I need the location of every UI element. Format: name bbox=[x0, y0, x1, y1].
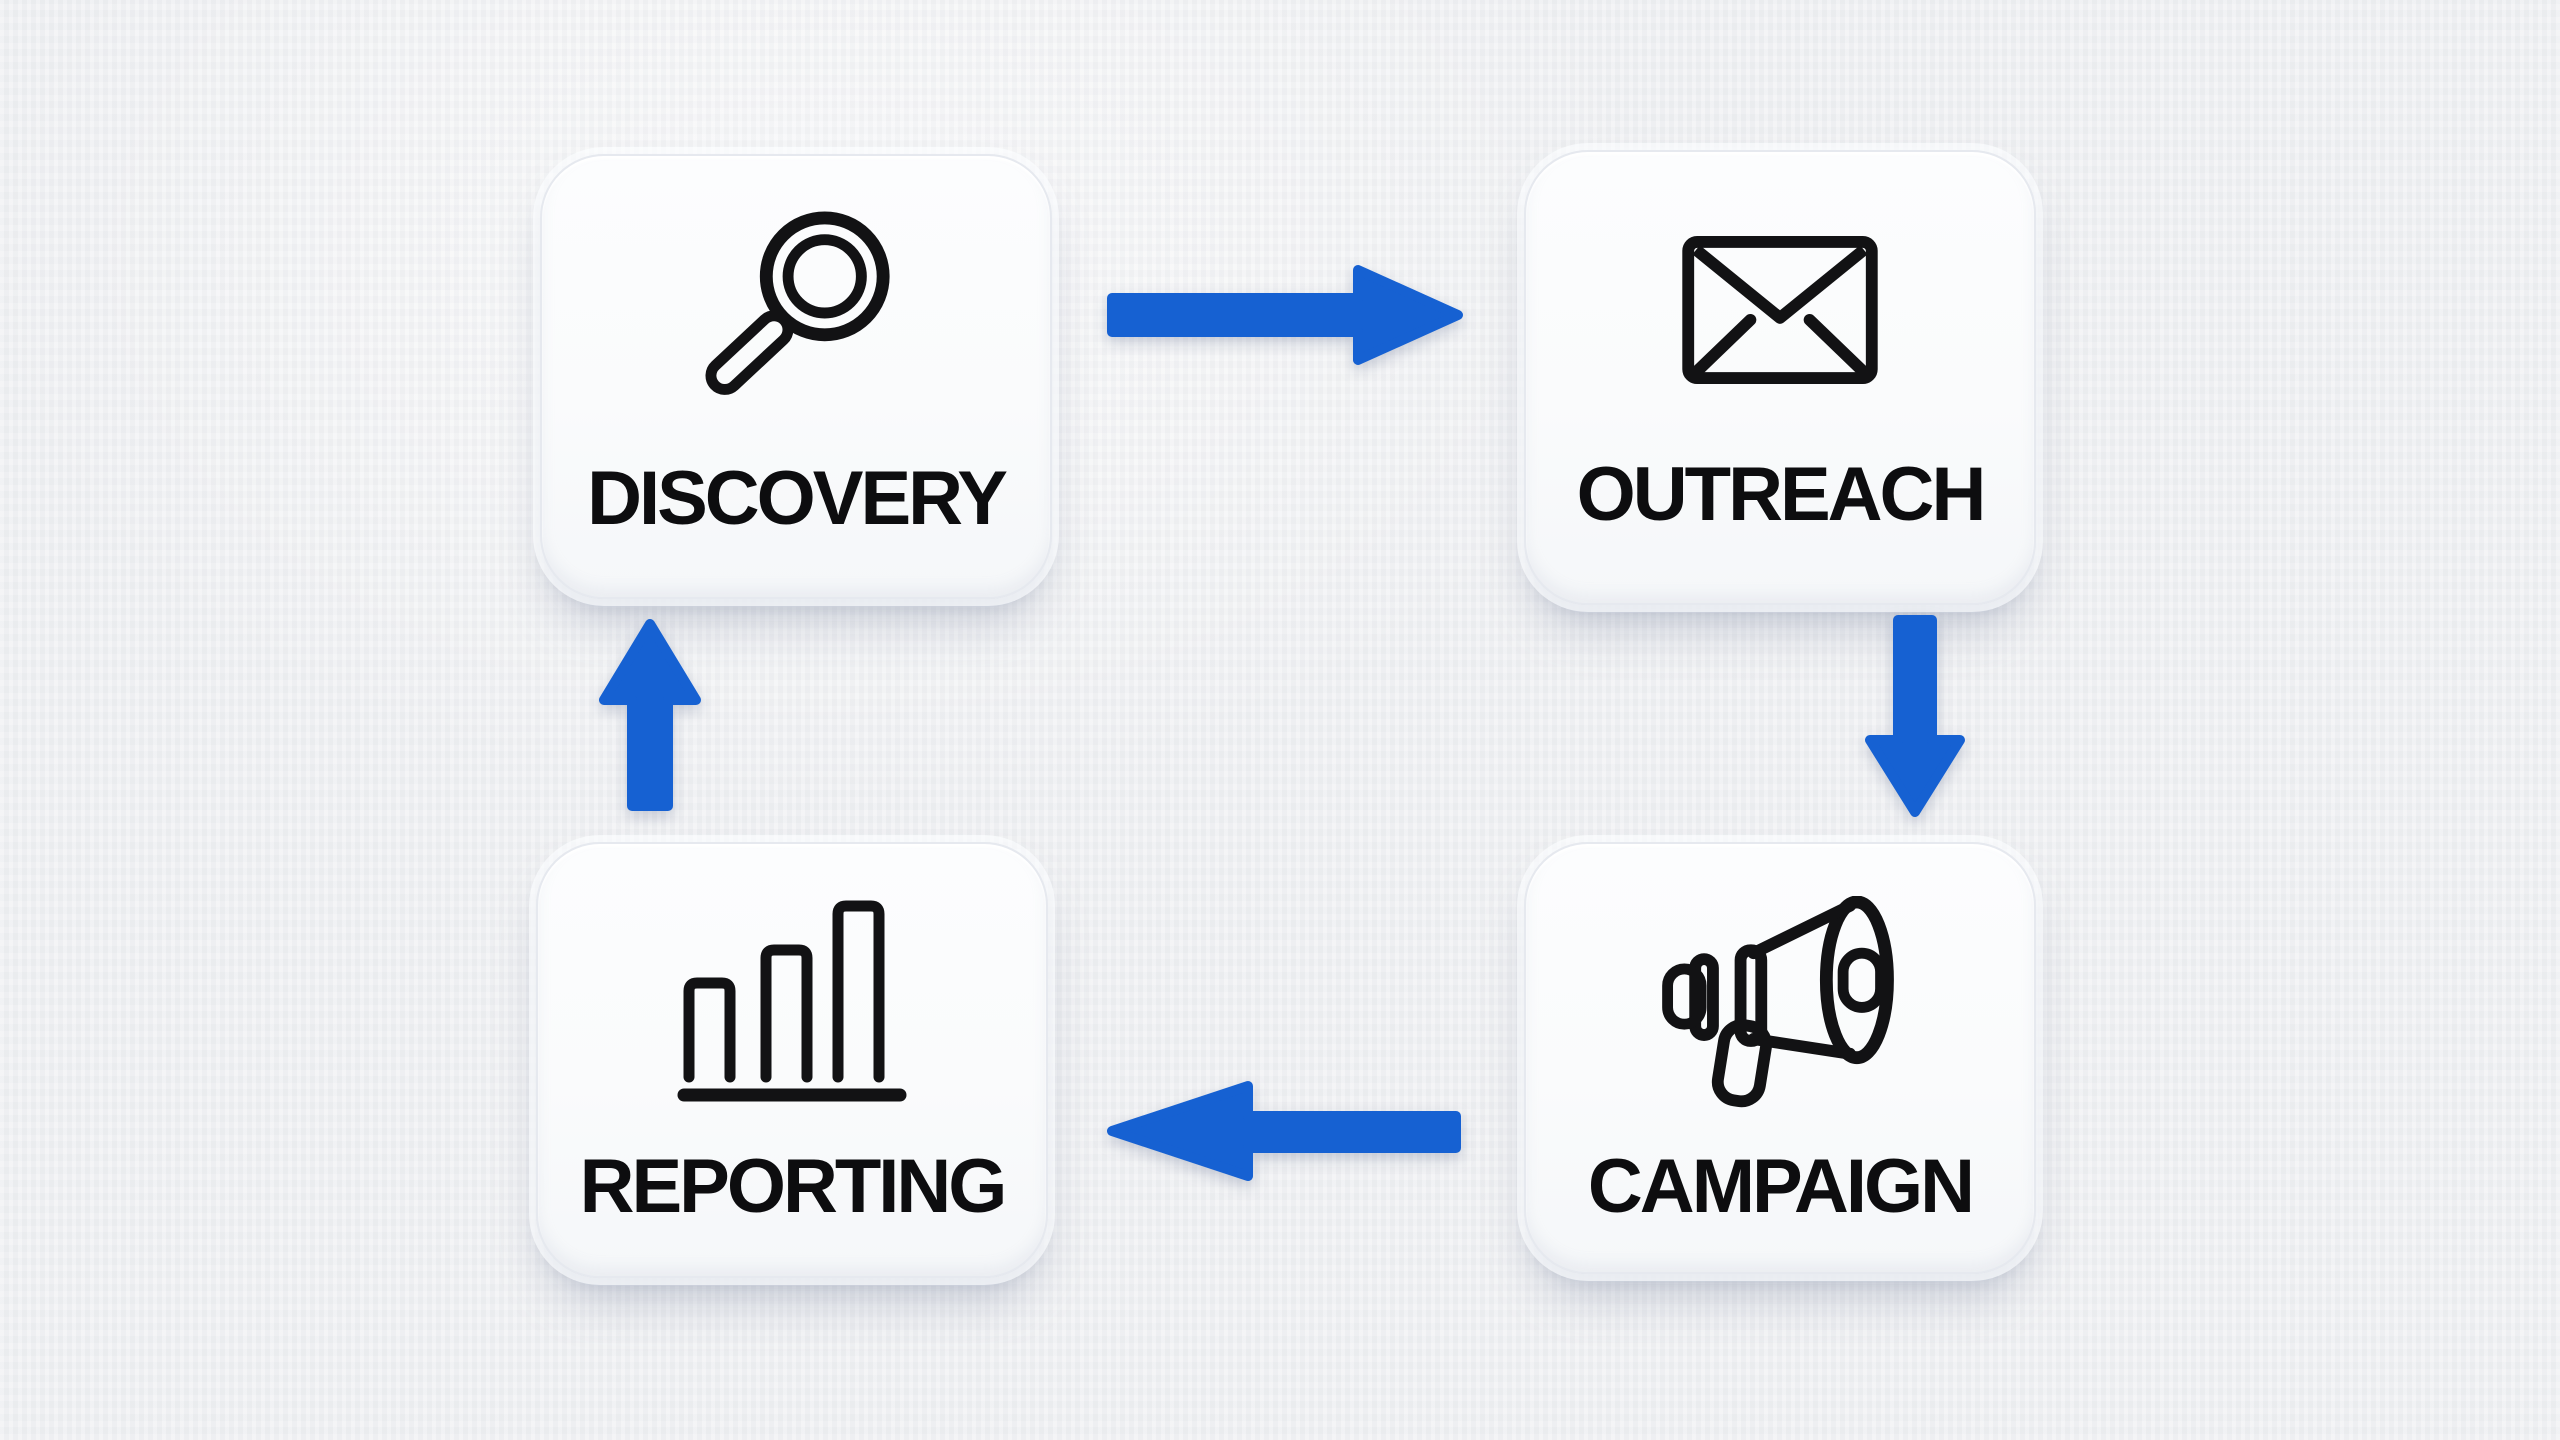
search-icon bbox=[692, 206, 900, 421]
node-label: OUTREACH bbox=[1576, 452, 1987, 537]
bar-chart-icon bbox=[677, 894, 907, 1109]
node-label: CAMPAIGN bbox=[1587, 1144, 1975, 1229]
node-label: REPORTING bbox=[579, 1144, 1008, 1229]
node-reporting: REPORTING bbox=[536, 842, 1048, 1278]
arrow-discovery-to-outreach bbox=[1107, 265, 1463, 365]
node-campaign: CAMPAIGN bbox=[1524, 842, 2036, 1274]
arrow-outreach-to-campaign bbox=[1865, 615, 1965, 817]
megaphone-icon bbox=[1661, 894, 1899, 1109]
arrow-campaign-to-reporting bbox=[1107, 1081, 1461, 1181]
node-outreach: OUTREACH bbox=[1524, 150, 2036, 605]
envelope-icon bbox=[1681, 202, 1879, 417]
arrow-reporting-to-discovery bbox=[599, 619, 701, 811]
node-label: DISCOVERY bbox=[587, 456, 1008, 541]
node-discovery: DISCOVERY bbox=[540, 154, 1052, 599]
